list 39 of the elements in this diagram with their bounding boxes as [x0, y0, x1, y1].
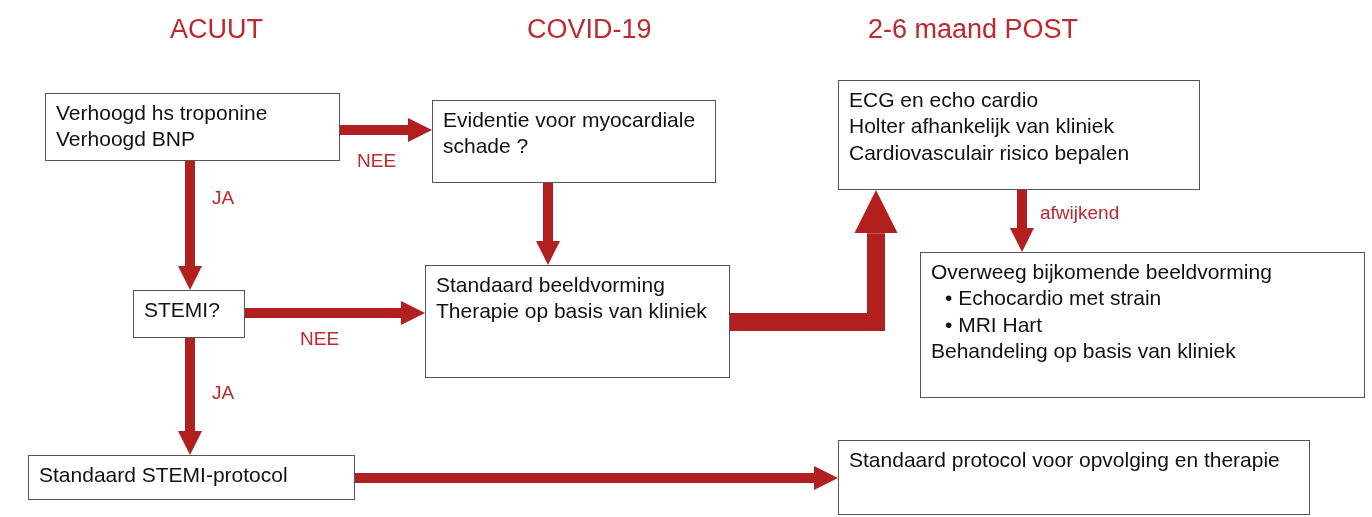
box-text: STEMI? [144, 297, 221, 323]
box-text: Verhoogd hs troponine [56, 100, 269, 126]
box-text: Therapie op basis van kliniek [436, 298, 708, 325]
edge-label: NEE [357, 150, 397, 172]
process-box [45, 93, 340, 161]
arrow [536, 183, 560, 265]
process-box [425, 265, 730, 378]
column-heading: COVID-19 [527, 14, 652, 45]
edge-label: NEE [300, 328, 340, 350]
arrow [1010, 190, 1034, 252]
box-text: Evidentie voor myocardiale schade ? [443, 107, 697, 160]
arrow [178, 161, 202, 290]
edge-label: JA [212, 187, 235, 209]
process-box [838, 80, 1200, 190]
process-box [28, 455, 355, 500]
box-text: Overweeg bijkomende beeldvorming [931, 259, 1273, 285]
arrow [355, 466, 838, 490]
process-box [133, 290, 245, 338]
bullet-item: • MRI Hart [944, 311, 1044, 338]
column-heading: ACUUT [170, 14, 263, 45]
edge-label: JA [212, 382, 235, 404]
box-text: Verhoogd BNP [56, 126, 196, 153]
process-box [920, 252, 1365, 398]
arrow [730, 190, 898, 331]
arrow [245, 301, 425, 325]
process-box [432, 100, 716, 183]
box-text: Standaard STEMI-protocol [39, 462, 289, 488]
arrow [340, 118, 432, 142]
box-text: Standaard protocol voor opvolging en therapie [849, 447, 1281, 473]
bullet-item: • Echocardio met strain [944, 285, 1163, 312]
box-text: Holter afhankelijk van kliniek [849, 113, 1115, 140]
process-box [838, 440, 1310, 515]
box-text: Cardiovasculair risico bepalen [849, 139, 1131, 166]
box-text: Standaard beeldvorming [436, 272, 666, 298]
box-text: ECG en echo cardio [849, 87, 1040, 113]
box-text: Behandeling op basis van kliniek [931, 337, 1237, 364]
arrow [178, 338, 202, 455]
edge-label: afwijkend [1040, 202, 1120, 224]
column-heading: 2-6 maand POST [868, 14, 1079, 45]
